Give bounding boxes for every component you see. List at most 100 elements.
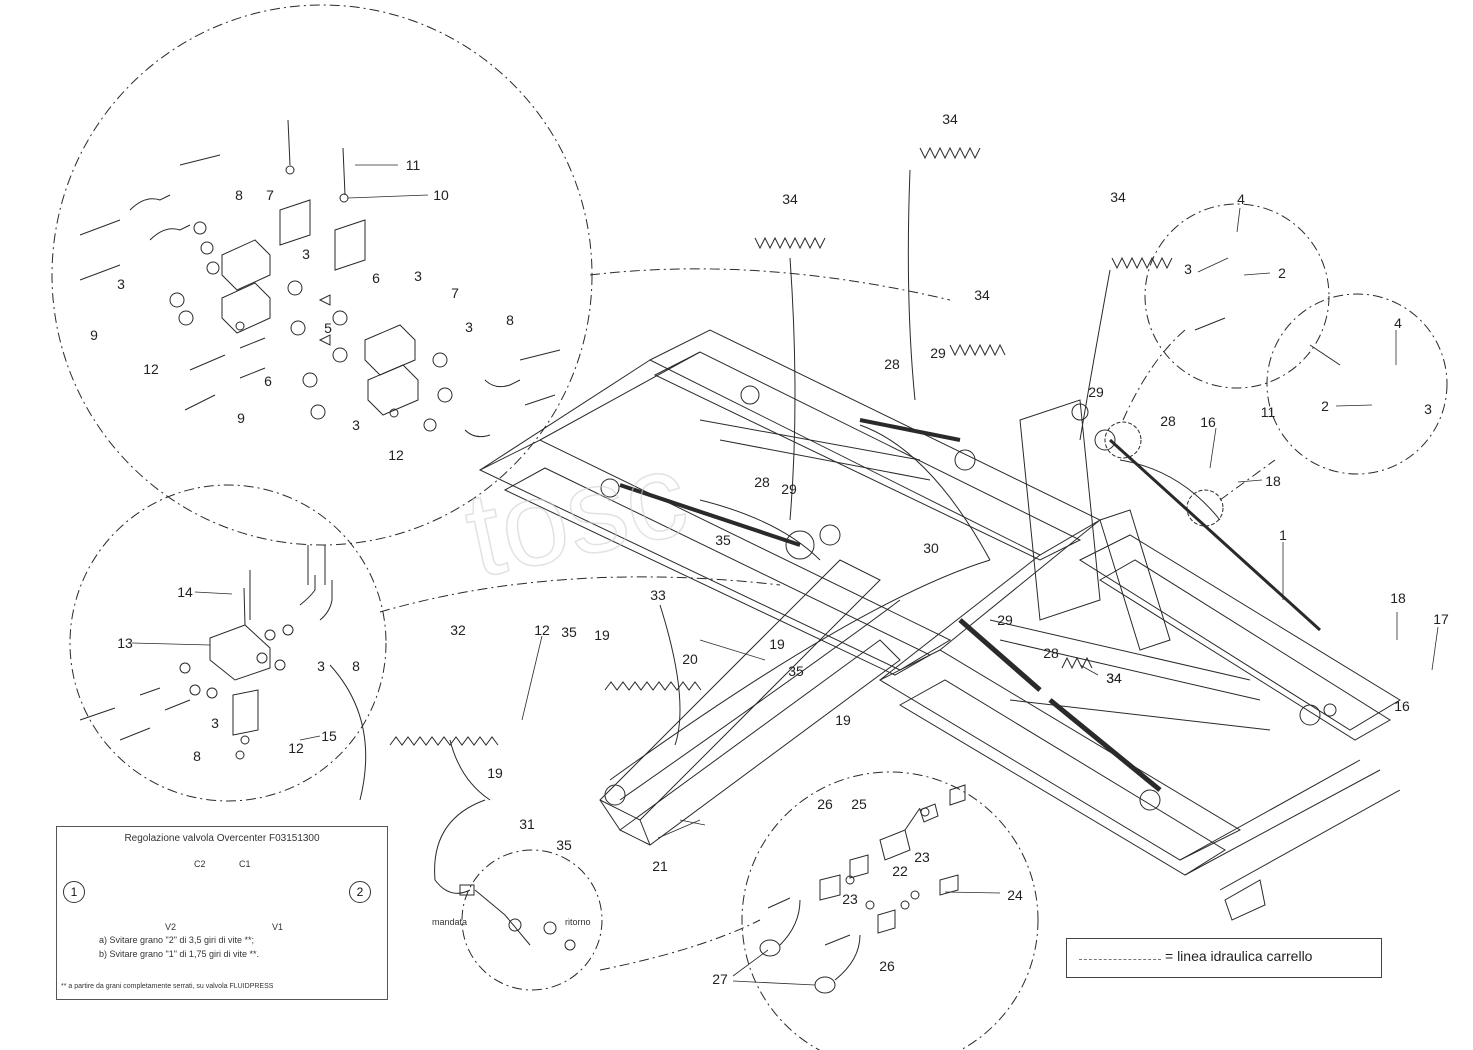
callout-6: 6: [372, 270, 380, 286]
callout-21: 21: [652, 858, 668, 874]
port-c2-label: C2: [194, 859, 206, 869]
detail-circle-hose-end: [461, 849, 603, 991]
callout-8: 8: [506, 312, 514, 328]
callout-3: 3: [211, 715, 219, 731]
callout-7: 7: [266, 187, 274, 203]
callout-24: 24: [1007, 887, 1023, 903]
callout-20: 20: [682, 651, 698, 667]
callout-3: 3: [1424, 401, 1432, 417]
callout-12: 12: [288, 740, 304, 756]
callout-18: 18: [1265, 473, 1281, 489]
callout-3: 3: [465, 319, 473, 335]
callout-16: 16: [1200, 414, 1216, 430]
callout-19: 19: [835, 712, 851, 728]
detail-circle-overcenter: [69, 484, 387, 802]
callout-29: 29: [781, 481, 797, 497]
legend-text: = linea idraulica carrello: [1165, 948, 1313, 964]
callout-8: 8: [193, 748, 201, 764]
callout-3: 3: [302, 246, 310, 262]
hose-end-parts: [434, 799, 576, 951]
callout-23: 23: [914, 849, 930, 865]
callout-26: 26: [879, 958, 895, 974]
instruction-b: b) Svitare grano "1" di 1,75 giri di vit…: [99, 949, 259, 959]
callout-22: 22: [892, 863, 908, 879]
callout-2: 2: [1321, 398, 1329, 414]
callout-1: 1: [1279, 527, 1287, 543]
callout-8: 8: [235, 187, 243, 203]
callout-13: 13: [117, 635, 133, 651]
callout-33: 33: [650, 587, 666, 603]
callout-34: 34: [1110, 189, 1126, 205]
callout-7: 7: [451, 285, 459, 301]
spring-34-right: [1111, 256, 1173, 270]
callout-12: 12: [388, 447, 404, 463]
callout-10: 10: [433, 187, 449, 203]
callout-19: 19: [487, 765, 503, 781]
instruction-a: a) Svitare grano "2" di 3,5 giri di vite…: [99, 935, 254, 945]
hose-label-ritorno: ritorno: [565, 917, 591, 927]
legend-dashed-line-sample: [1079, 959, 1161, 960]
callout-31: 31: [519, 816, 535, 832]
callout-16: 16: [1394, 698, 1410, 714]
callout-34: 34: [974, 287, 990, 303]
callout-2: 2: [1278, 265, 1286, 281]
spring-33: [604, 681, 702, 691]
adjust-screw-2-marker: 2: [349, 881, 371, 903]
valve-block-parts: [129, 119, 521, 438]
callout-14: 14: [177, 584, 193, 600]
callout-23: 23: [842, 891, 858, 907]
callout-29: 29: [930, 345, 946, 361]
callout-35: 35: [561, 624, 577, 640]
adjust-screw-1-marker: 1: [63, 881, 85, 903]
callout-28: 28: [884, 356, 900, 372]
callout-34: 34: [1106, 670, 1122, 686]
callout-25: 25: [851, 796, 867, 812]
valve-box-title: Regolazione valvola Overcenter F03151300: [124, 833, 320, 844]
callout-34: 34: [942, 111, 958, 127]
callout-29: 29: [1088, 384, 1104, 400]
callout-28: 28: [1160, 413, 1176, 429]
callout-29: 29: [997, 612, 1013, 628]
callout-35: 35: [788, 663, 804, 679]
callout-12: 12: [534, 622, 550, 638]
callout-28: 28: [754, 474, 770, 490]
callout-11: 11: [1260, 404, 1276, 420]
callout-6: 6: [264, 373, 272, 389]
callout-30: 30: [923, 540, 939, 556]
main-frame: [478, 329, 1401, 921]
callout-4: 4: [1237, 191, 1245, 207]
callout-34: 34: [1106, 670, 1122, 686]
callout-32: 32: [450, 622, 466, 638]
coupler-parts: [759, 784, 966, 994]
valve-footnote: ** a partire da grani completamente serr…: [61, 983, 274, 990]
callout-26: 26: [817, 796, 833, 812]
port-v2-label: V2: [165, 922, 177, 932]
callout-19: 19: [769, 636, 785, 652]
callout-27: 27: [712, 971, 728, 987]
spring-34-mid: [949, 343, 1006, 357]
watermark: tosc: [455, 426, 698, 603]
flow-arrows: [79, 154, 1341, 411]
detail-circle-elbow-a: [1144, 203, 1330, 389]
callout-34: 34: [782, 191, 798, 207]
overcenter-parts: [79, 545, 333, 760]
spring-34-lower: [1061, 656, 1093, 670]
callout-9: 9: [90, 327, 98, 343]
hose-label-mandata: mandata: [432, 917, 468, 927]
callout-3: 3: [1184, 261, 1192, 277]
detail-circle-elbow-b: [1266, 293, 1448, 475]
port-c1-label: C1: [239, 859, 251, 869]
spring-34-top: [919, 146, 981, 160]
callout-8: 8: [352, 658, 360, 674]
callout-19: 19: [594, 627, 610, 643]
callout-35: 35: [715, 532, 731, 548]
callout-3: 3: [414, 268, 422, 284]
callout-11: 11: [405, 157, 421, 173]
callout-17: 17: [1433, 611, 1449, 627]
spring-32: [389, 736, 499, 746]
callout-3: 3: [317, 658, 325, 674]
callout-15: 15: [321, 728, 337, 744]
callout-18: 18: [1390, 590, 1406, 606]
callout-35: 35: [556, 837, 572, 853]
legend: = linea idraulica carrello: [1066, 938, 1382, 978]
